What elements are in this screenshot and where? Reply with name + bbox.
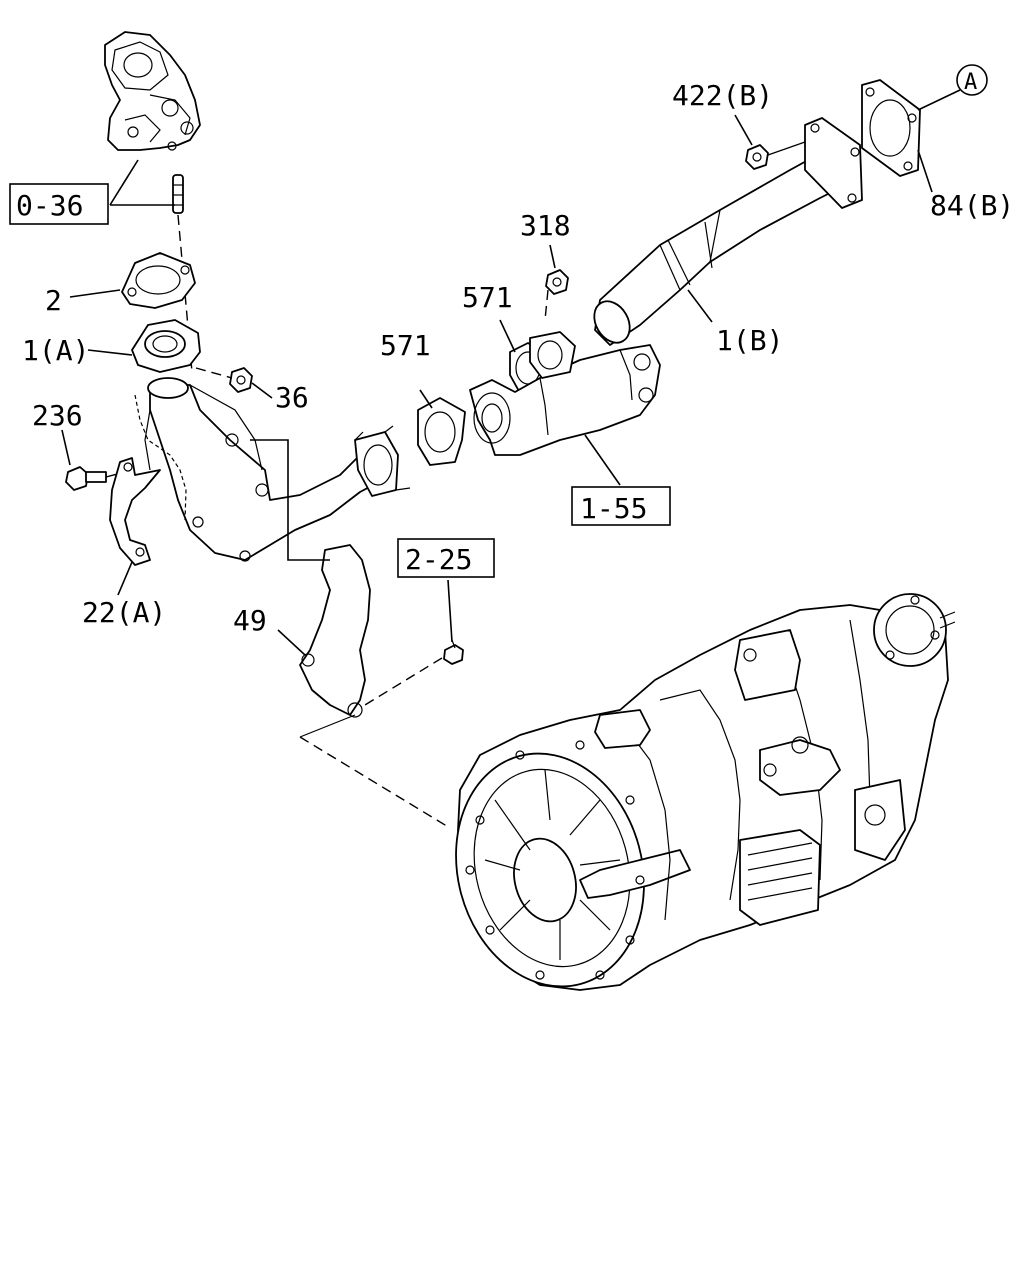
callout-571-left: 571 (380, 329, 431, 362)
front-pipe-1a (131, 319, 411, 562)
transmission (455, 593, 956, 991)
callout-236: 236 (32, 399, 83, 432)
bracket-22a (109, 457, 161, 566)
bracket-49 (299, 544, 371, 718)
callout-36: 36 (275, 381, 309, 414)
bolt-2-25 (443, 639, 464, 665)
callout-571-mid: 571 (462, 281, 513, 314)
callout-49: 49 (233, 604, 267, 637)
nut-36 (229, 367, 253, 393)
callout-box-0-36 (9, 183, 109, 225)
leader-lines (61, 89, 961, 656)
callout-box-2-25 (397, 538, 495, 578)
gasket-571-left (417, 397, 466, 466)
exhaust-brake-1-55 (469, 331, 661, 456)
exhaust-manifold (104, 31, 201, 151)
reference-circle-a (956, 64, 988, 96)
callout-2: 2 (45, 284, 62, 317)
callout-422b: 422(B) (672, 79, 773, 112)
callout-1a: 1(A) (22, 334, 89, 367)
gasket-84b (861, 79, 921, 177)
callout-22a: 22(A) (82, 596, 166, 629)
gasket-2 (121, 252, 196, 309)
callout-1b: 1(B) (716, 324, 783, 357)
callout-318: 318 (520, 209, 571, 242)
stud-0-36 (172, 174, 184, 214)
callout-box-1-55 (571, 486, 671, 526)
callout-84b: 84(B) (930, 189, 1014, 222)
tail-pipe-1b (593, 117, 863, 346)
callout-2-25: 2-25 (405, 543, 472, 576)
bolt-236 (65, 466, 107, 491)
callout-0-36: 0-36 (16, 189, 83, 222)
nut-422b (745, 144, 769, 170)
nut-318 (545, 269, 569, 295)
callout-ref-a: A (964, 70, 977, 95)
callout-1-55: 1-55 (580, 492, 647, 525)
